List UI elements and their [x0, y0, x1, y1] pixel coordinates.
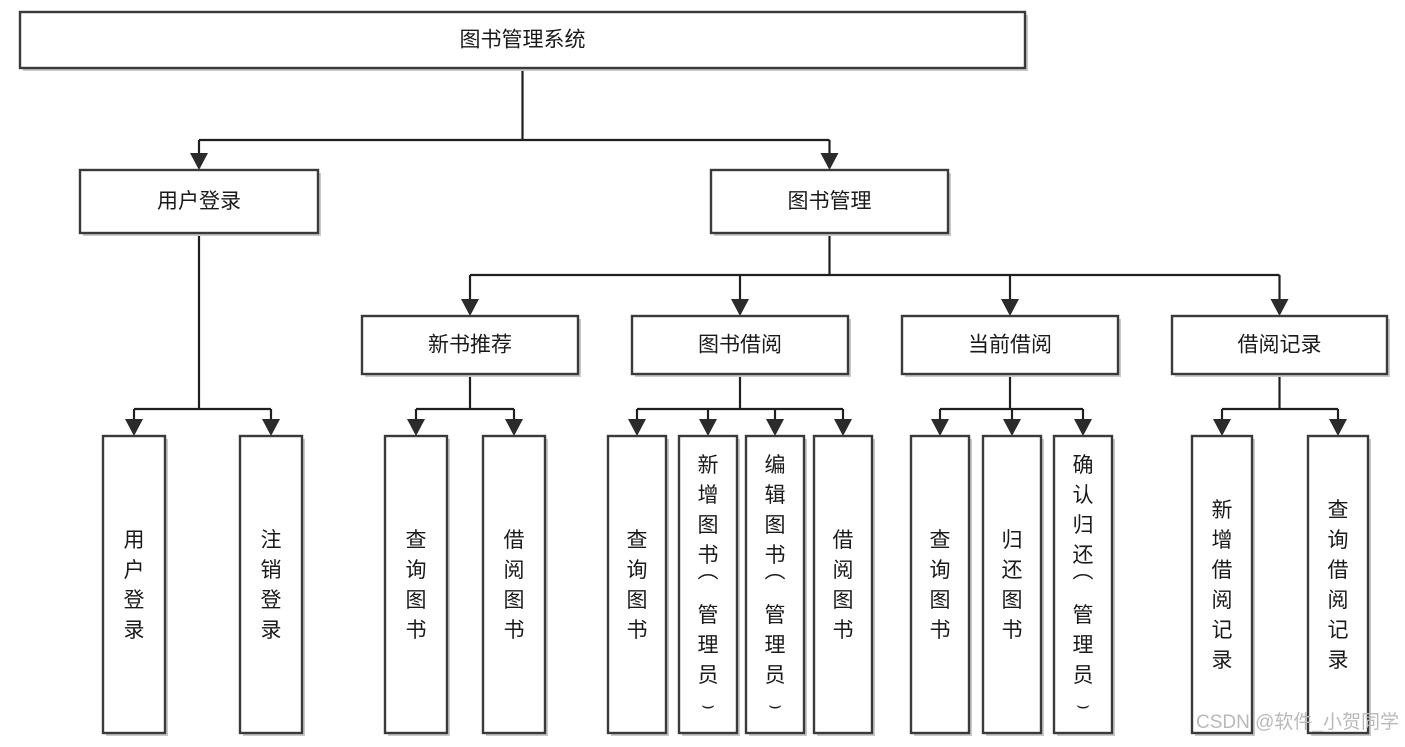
node-leaf-add-borrow-record[interactable]: 新增借阅记录 [1190, 434, 1255, 736]
node-layer: 图书管理系统用户登录图书管理新书推荐图书借阅当前借阅借阅记录用户登录注销登录查询… [18, 10, 1390, 736]
arrow-head-icon [1213, 419, 1231, 436]
node-current-borrow[interactable]: 当前借阅 [900, 314, 1121, 377]
connector-layer [125, 68, 1347, 436]
node-leaf-query-book-borrow[interactable]: 查询图书 [606, 434, 669, 736]
arrow-head-icon [1270, 299, 1289, 316]
arrow-head-icon [766, 419, 784, 436]
node-label: 注销登录 [261, 529, 282, 642]
node-leaf-query-borrow-record[interactable]: 查询借阅记录 [1306, 434, 1371, 736]
arrow-head-icon [1003, 419, 1021, 436]
node-label: 借阅记录 [1238, 334, 1322, 357]
csdn-watermark: CSDN @软件_小贺同学 [1196, 711, 1399, 733]
arrow-head-icon [931, 419, 949, 436]
node-leaf-query-book-current[interactable]: 查询图书 [909, 434, 972, 736]
arrow-head-icon [628, 419, 646, 436]
node-label: 查询图书 [930, 529, 951, 642]
node-leaf-logout[interactable]: 注销登录 [238, 434, 305, 736]
node-label: 用户登录 [157, 190, 241, 213]
arrow-head-icon [407, 419, 425, 436]
node-label: 新增借阅记录 [1212, 499, 1233, 672]
node-book-borrow[interactable]: 图书借阅 [630, 314, 851, 377]
node-leaf-user-login[interactable]: 用户登录 [101, 434, 168, 736]
arrow-head-icon [731, 299, 749, 316]
node-user-login[interactable]: 用户登录 [78, 168, 321, 236]
node-leaf-borrow-book-recommend[interactable]: 借阅图书 [481, 434, 548, 736]
node-label: 新书推荐 [428, 334, 512, 357]
arrow-head-icon [699, 419, 717, 436]
arrow-head-icon [1074, 419, 1092, 436]
node-label: 归还图书 [1002, 529, 1023, 642]
node-label: 确认归还⌒管理员⌣ [1073, 454, 1094, 717]
arrow-head-icon [125, 419, 143, 436]
node-book-manage[interactable]: 图书管理 [709, 168, 951, 236]
node-leaf-add-book-admin[interactable]: 新增图书⌒管理员⌣ [677, 434, 740, 736]
node-label: 查询图书 [406, 529, 427, 642]
node-new-book-recommend[interactable]: 新书推荐 [360, 314, 581, 377]
node-label: 用户登录 [124, 529, 145, 642]
node-leaf-borrow-book[interactable]: 借阅图书 [812, 434, 875, 736]
arrow-head-icon [190, 153, 208, 170]
node-label: 当前借阅 [968, 334, 1052, 357]
arrow-head-icon [461, 299, 479, 316]
node-leaf-return-book[interactable]: 归还图书 [981, 434, 1044, 736]
node-label: 图书管理系统 [460, 29, 586, 52]
node-label: 借阅图书 [833, 529, 854, 642]
arrow-head-icon [834, 419, 852, 436]
node-root-root[interactable]: 图书管理系统 [18, 10, 1028, 71]
arrow-head-icon [820, 153, 839, 170]
node-label: 查询图书 [627, 529, 648, 642]
node-label: 查询借阅记录 [1328, 499, 1349, 672]
node-leaf-confirm-return-admin[interactable]: 确认归还⌒管理员⌣ [1052, 434, 1115, 736]
node-leaf-query-book-recommend[interactable]: 查询图书 [383, 434, 450, 736]
node-label: 借阅图书 [504, 529, 525, 642]
node-label: 图书借阅 [698, 334, 782, 357]
node-label: 新增图书⌒管理员⌣ [698, 454, 719, 717]
arrow-head-icon [1329, 419, 1347, 436]
node-label: 图书管理 [788, 190, 872, 213]
node-leaf-edit-book-admin[interactable]: 编辑图书⌒管理员⌣ [744, 434, 807, 736]
node-borrow-record[interactable]: 借阅记录 [1170, 314, 1390, 377]
node-label: 编辑图书⌒管理员⌣ [765, 454, 786, 717]
arrow-head-icon [262, 419, 280, 436]
arrow-head-icon [505, 419, 523, 436]
arrow-head-icon [1001, 299, 1019, 316]
